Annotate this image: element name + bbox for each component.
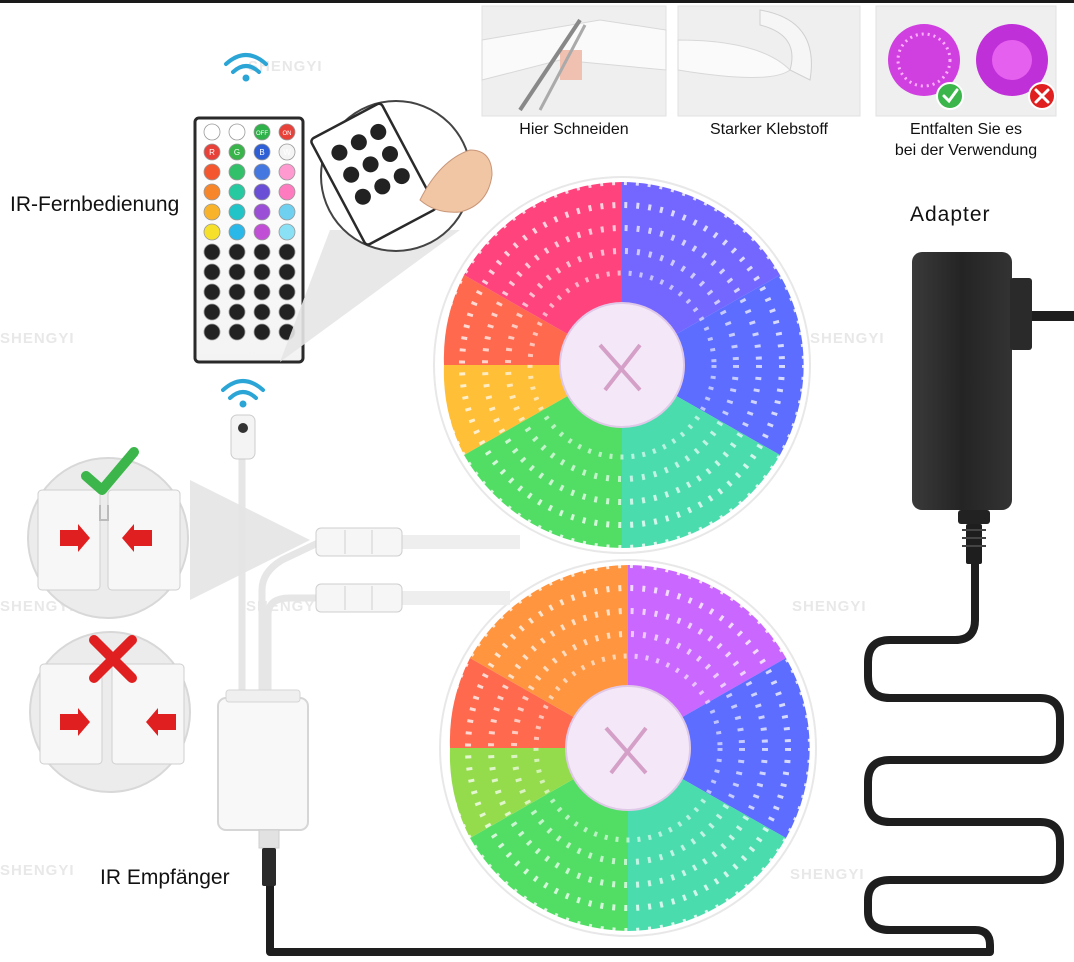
remote-button: [253, 303, 271, 321]
remote-button: [253, 143, 271, 161]
remote-button: [278, 223, 296, 241]
remote-button: [278, 203, 296, 221]
remote-button: [228, 163, 246, 181]
remote-button-label: W: [283, 148, 291, 157]
led-reel-bottom: [439, 559, 817, 937]
remote-button: [228, 203, 246, 221]
remote-button: [278, 303, 296, 321]
remote-button-label: ON: [283, 131, 292, 137]
remote-button: [203, 323, 221, 341]
correct-connection-callout: [27, 447, 189, 619]
power-cable: [266, 311, 1074, 956]
ir-receiver-box: [217, 689, 309, 886]
adapter-label: Adapter: [910, 203, 991, 226]
receiver-label: IR Empfänger: [100, 866, 230, 889]
remote-label: IR-Fernbedienung: [10, 193, 180, 216]
remote-button: [253, 263, 271, 281]
remote-button: [228, 283, 246, 301]
remote-button: [228, 123, 246, 141]
remote-button: [253, 223, 271, 241]
remote-button: [278, 123, 296, 141]
remote-button: [203, 263, 221, 281]
remote-button: [203, 283, 221, 301]
wifi-icon-sensor: [221, 379, 265, 408]
remote-button: [228, 243, 246, 261]
remote-button: [228, 323, 246, 341]
thumb-adhesive-image: [677, 5, 861, 117]
remote-button: [278, 143, 296, 161]
thumb-unfold-image: [875, 5, 1057, 117]
watermark: SHENGYI: [790, 866, 865, 883]
remote-button: [228, 303, 246, 321]
power-adapter: [912, 252, 1032, 564]
remote-button: [278, 283, 296, 301]
thumb-unfold-caption-line2: bei der Verwendung: [894, 142, 1038, 159]
watermark: SHENGYI: [0, 862, 75, 879]
watermark: SHENGYI: [0, 330, 75, 347]
callout-pointer: [190, 480, 310, 600]
remote-button: [228, 183, 246, 201]
connector-top: [315, 527, 403, 557]
remote-button-label: G: [234, 148, 240, 157]
remote-button: [253, 243, 271, 261]
remote-control: OFF ON R G B W: [193, 116, 305, 364]
remote-button: [203, 303, 221, 321]
remote-button: [228, 223, 246, 241]
remote-button: [253, 123, 271, 141]
remote-button: [278, 243, 296, 261]
watermark: SHENGYI: [0, 598, 75, 615]
remote-button: [253, 323, 271, 341]
remote-button: [203, 203, 221, 221]
connector-bottom: [315, 583, 403, 613]
remote-button: [278, 163, 296, 181]
remote-button: [278, 263, 296, 281]
ir-sensor: [230, 414, 256, 460]
thumb-unfold-caption: Entfalten Sie es bei der Verwendung: [866, 119, 1066, 161]
remote-button: [253, 163, 271, 181]
remote-button-label: B: [259, 148, 264, 157]
remote-button-label: OFF: [256, 131, 268, 137]
remote-button: [228, 263, 246, 281]
remote-button: [203, 223, 221, 241]
remote-button: [203, 143, 221, 161]
remote-button: [253, 203, 271, 221]
remote-button: [203, 123, 221, 141]
remote-button-label: R: [209, 148, 215, 157]
thumb-unfold-caption-line1: Entfalten Sie es: [909, 121, 1023, 138]
watermark: SHENGYI: [810, 330, 885, 347]
watermark: SHENGYI: [792, 598, 867, 615]
thumb-cut-image: [481, 5, 667, 117]
remote-button: [203, 163, 221, 181]
remote-button: [253, 283, 271, 301]
thumb-cut-caption: Hier Schneiden: [519, 121, 629, 138]
remote-button: [253, 183, 271, 201]
remote-button: [278, 183, 296, 201]
remote-zoom-callout: [280, 100, 493, 362]
wrong-connection-callout: [29, 631, 191, 793]
remote-button: [203, 243, 221, 261]
remote-button: [203, 183, 221, 201]
thumb-adhesive-caption: Starker Klebstoff: [710, 121, 828, 138]
wifi-icon-top: [224, 53, 268, 82]
led-reel-top: [433, 176, 811, 554]
remote-button: [228, 143, 246, 161]
